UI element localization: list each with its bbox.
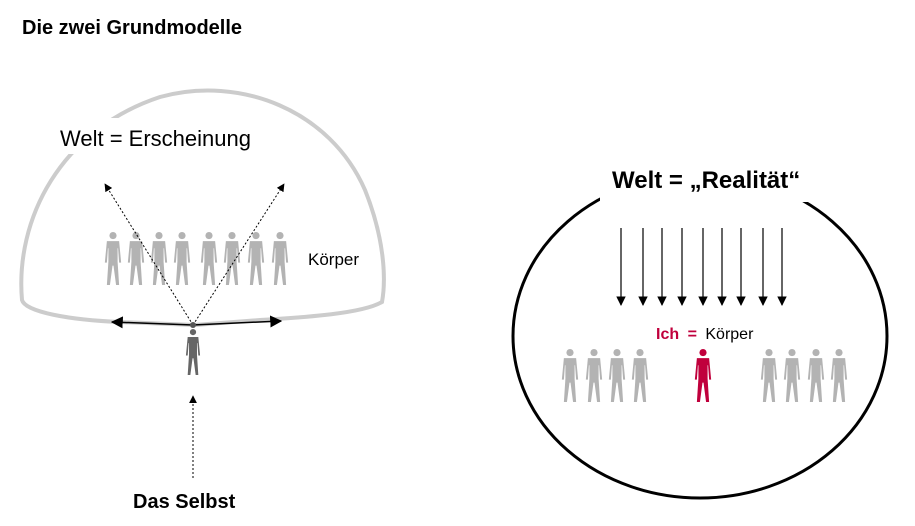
person-icon — [173, 232, 191, 285]
self-figure — [185, 329, 201, 375]
world-reality-label: Welt = „Realität“ — [612, 167, 800, 194]
right-model: Welt = „Realität“ Ich = Körper — [511, 160, 889, 500]
self-person-icon — [185, 329, 201, 375]
person-icon — [223, 232, 241, 285]
person-icon — [200, 232, 218, 285]
self-point — [190, 322, 196, 328]
person-icon — [783, 349, 801, 402]
person-icon — [271, 232, 289, 285]
person-icon — [608, 349, 626, 402]
body-label: Körper — [308, 250, 359, 269]
reality-arrows — [616, 228, 787, 306]
world-appearance-label: Welt = Erscheinung — [60, 126, 251, 151]
label-background — [55, 118, 275, 154]
ich-person-icon — [694, 349, 712, 402]
body-label: Körper — [705, 326, 754, 343]
label-background — [600, 160, 825, 202]
person-icon — [807, 349, 825, 402]
ich-label: Ich — [656, 326, 679, 343]
ich-equals-body-label: Ich = Körper — [656, 326, 754, 343]
person-icon — [247, 232, 265, 285]
person-icon — [631, 349, 649, 402]
person-icon — [150, 232, 168, 285]
self-label: Das Selbst — [133, 491, 236, 513]
person-icon — [830, 349, 848, 402]
body-figures — [561, 349, 848, 402]
person-icon — [127, 232, 145, 285]
page-title: Die zwei Grundmodelle — [22, 17, 242, 39]
horizon-arrow-right — [192, 315, 283, 328]
left-model: Welt = Erscheinung Körper Das Selbst — [19, 88, 386, 513]
person-icon — [104, 232, 122, 285]
person-icon — [585, 349, 603, 402]
equals-sign: = — [688, 326, 697, 343]
horizon-arrow-left — [110, 316, 194, 329]
body-figures — [104, 232, 289, 285]
person-icon — [760, 349, 778, 402]
person-icon — [561, 349, 579, 402]
